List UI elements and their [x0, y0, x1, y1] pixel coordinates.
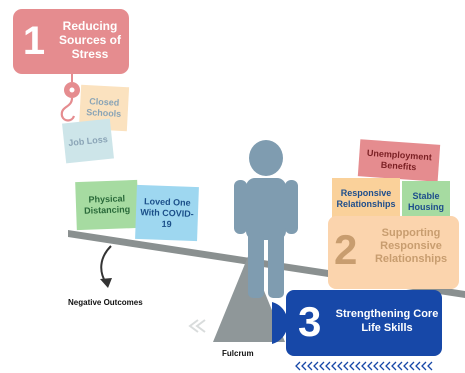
panel-supporting-relationships: 2 Supporting Responsive Relationships — [328, 216, 459, 289]
hook-chain — [60, 72, 80, 122]
person-icon — [234, 140, 298, 298]
panel-2-title: Supporting Responsive Relationships — [374, 227, 448, 265]
panel-1-title: Reducing Sources of Stress — [58, 19, 121, 61]
panel-3-title: Strengthening Core Life Skills — [335, 308, 439, 334]
fulcrum-triangle — [213, 254, 285, 342]
down-arrow-head — [100, 278, 112, 288]
panel-3-number: 3 — [298, 298, 322, 345]
card-physical-distancing: Physical Distancing — [75, 179, 139, 231]
label-negative-outcomes: Negative Outcomes — [68, 298, 143, 307]
card-responsive-relationships: Responsive Relationships — [332, 178, 400, 220]
label-fulcrum: Fulcrum — [222, 349, 254, 358]
chevrons-left — [188, 319, 206, 333]
down-arrow-curve — [100, 245, 112, 284]
panel-reducing-stress: 1 Reducing Sources of Stress — [13, 9, 129, 74]
panel-core-life-skills: 3 Strengthening Core Life Skills — [286, 290, 442, 356]
chevrons-row — [295, 361, 433, 371]
blue-bracket — [272, 302, 288, 344]
card-stable-housing: Stable Housing — [402, 181, 450, 222]
card-unemployment-benefits: Unemployment Benefits — [357, 139, 441, 182]
panel-2-number: 2 — [334, 226, 358, 273]
panel-1-number: 1 — [22, 19, 46, 63]
card-loved-one-covid: Loved One With COVID-19 — [135, 184, 199, 242]
